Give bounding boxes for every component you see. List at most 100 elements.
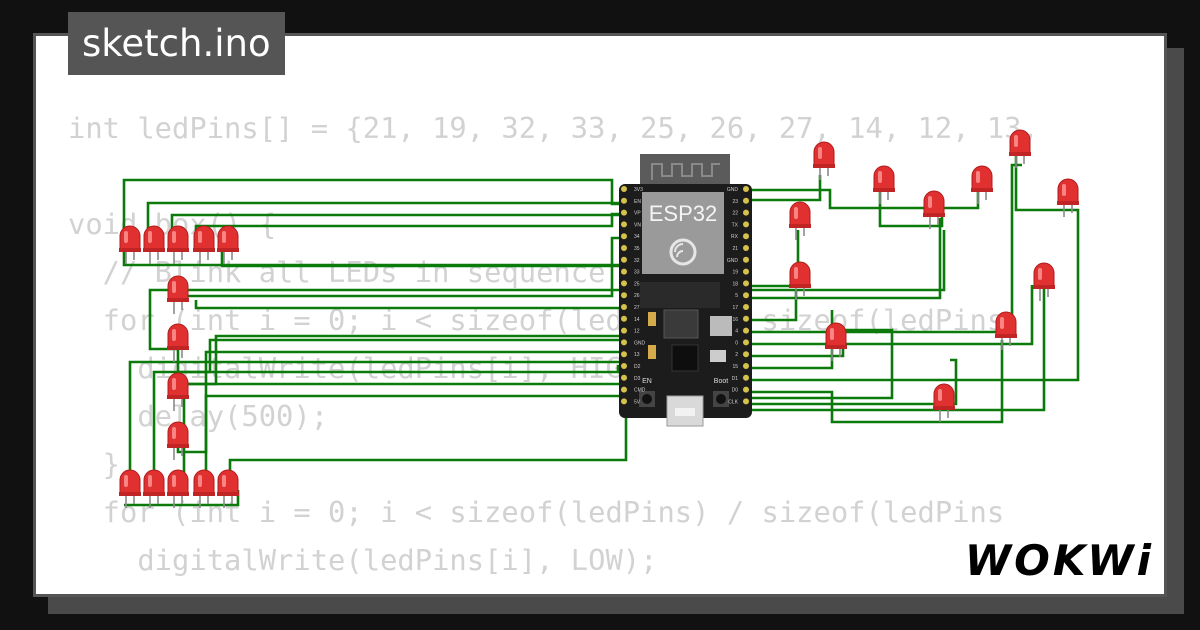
project-card[interactable]: int ledPins[] = {21, 19, 32, 33, 25, 26,…: [33, 33, 1167, 597]
boot-button-label: Boot: [714, 378, 728, 385]
led[interactable]: [217, 469, 239, 508]
led[interactable]: [167, 372, 189, 411]
wire: [176, 338, 624, 374]
wire: [128, 360, 624, 490]
led[interactable]: [119, 469, 141, 508]
en-button-cap: [642, 394, 652, 404]
board-label: ESP32: [649, 201, 718, 226]
wire: [182, 382, 624, 490]
led[interactable]: [193, 225, 215, 264]
led[interactable]: [217, 225, 239, 264]
pin-label: 23: [732, 199, 738, 205]
smd-led: [648, 345, 656, 359]
wire: [228, 418, 628, 490]
smd-led: [648, 312, 656, 326]
pin-label: VP: [634, 211, 641, 217]
pin-label: CMD: [634, 388, 646, 394]
led[interactable]: [167, 421, 189, 460]
led[interactable]: [119, 225, 141, 264]
pin-header-dot: [743, 304, 749, 310]
boot-button-cap: [716, 394, 726, 404]
pin-header-dot: [743, 374, 749, 381]
pin-header-dot: [743, 233, 749, 240]
pin-label: TX: [732, 222, 739, 228]
wire: [744, 175, 822, 208]
pin-label: 34: [634, 234, 640, 240]
code-line: for (int i = 0; i < sizeof(ledPins) / si…: [68, 495, 1005, 529]
pin-header-dot: [743, 363, 749, 369]
led[interactable]: [1009, 129, 1031, 168]
pin-label: 22: [732, 211, 738, 217]
led[interactable]: [971, 165, 993, 204]
wire: [204, 394, 624, 490]
pin-label: 21: [732, 246, 738, 252]
wire: [194, 300, 746, 310]
led[interactable]: [825, 322, 847, 361]
pin-header-dot: [743, 245, 749, 251]
pin-header-dot: [743, 209, 749, 216]
pin-header-dot: [621, 374, 627, 381]
pin-label: 16: [732, 317, 738, 323]
pin-label: GND: [634, 340, 646, 346]
pin-header-dot: [621, 363, 627, 369]
wire: [746, 218, 942, 300]
led[interactable]: [789, 201, 811, 240]
pin-label: D1: [732, 376, 739, 382]
capacitor: [710, 316, 732, 336]
pin-label: 12: [634, 329, 640, 335]
regulator-chip: [663, 309, 699, 339]
esp32-board[interactable]: ESP32 EN Boot 3V3ENVPVN34353233252627141…: [619, 154, 752, 427]
pin-header-dot: [621, 209, 627, 216]
wire: [746, 285, 1034, 346]
pin-header-dot: [621, 245, 627, 251]
led[interactable]: [923, 190, 945, 229]
left-pin-header: 3V3ENVPVN343532332526271412GND13D2D3CMD5…: [621, 186, 646, 405]
pin-label: 0: [735, 340, 738, 346]
pin-header-dot: [621, 386, 627, 393]
led[interactable]: [167, 225, 189, 264]
pin-header-dot: [621, 315, 627, 322]
file-tab[interactable]: sketch.ino: [68, 12, 285, 75]
led[interactable]: [995, 311, 1017, 350]
pin-header-dot: [743, 280, 749, 287]
usb-port-slot: [675, 408, 695, 416]
led[interactable]: [789, 261, 811, 300]
led[interactable]: [143, 469, 165, 508]
pin-label: 19: [732, 270, 738, 276]
led[interactable]: [1033, 262, 1055, 301]
wire: [176, 334, 624, 395]
led[interactable]: [1057, 178, 1079, 217]
pin-header-dot: [743, 186, 749, 192]
pin-label: 5V: [634, 399, 641, 405]
wires: [122, 152, 1080, 507]
pin-label: 17: [732, 305, 738, 311]
antenna-trace: [651, 163, 720, 180]
pin-label: 4: [735, 329, 738, 335]
led[interactable]: [167, 275, 189, 314]
espressif-logo-icon: [669, 238, 697, 266]
pin-label: 13: [634, 352, 640, 358]
led[interactable]: [813, 141, 835, 180]
pin-header-dot: [743, 292, 749, 299]
pin-label: VN: [634, 222, 641, 228]
en-button-label: EN: [642, 378, 652, 385]
wire: [122, 230, 946, 292]
code-line: int ledPins[] = {21, 19, 32, 33, 25, 26,…: [68, 111, 1039, 145]
pin-label: 3V3: [634, 187, 643, 193]
led[interactable]: [143, 225, 165, 264]
wire: [220, 250, 624, 268]
pin-header-dot: [621, 327, 627, 334]
pin-header-dot: [621, 351, 627, 358]
smd-part: [710, 350, 726, 362]
led[interactable]: [193, 469, 215, 508]
led[interactable]: [873, 165, 895, 204]
code-line: }: [68, 447, 121, 481]
led[interactable]: [167, 469, 189, 508]
led[interactable]: [167, 323, 189, 362]
led[interactable]: [933, 383, 955, 422]
pin-header-dot: [743, 197, 749, 204]
code-line: digitalWrite(ledPins[i], LOW);: [68, 543, 658, 577]
code-line: }: [68, 584, 1039, 594]
pin-header-dot: [621, 186, 627, 192]
